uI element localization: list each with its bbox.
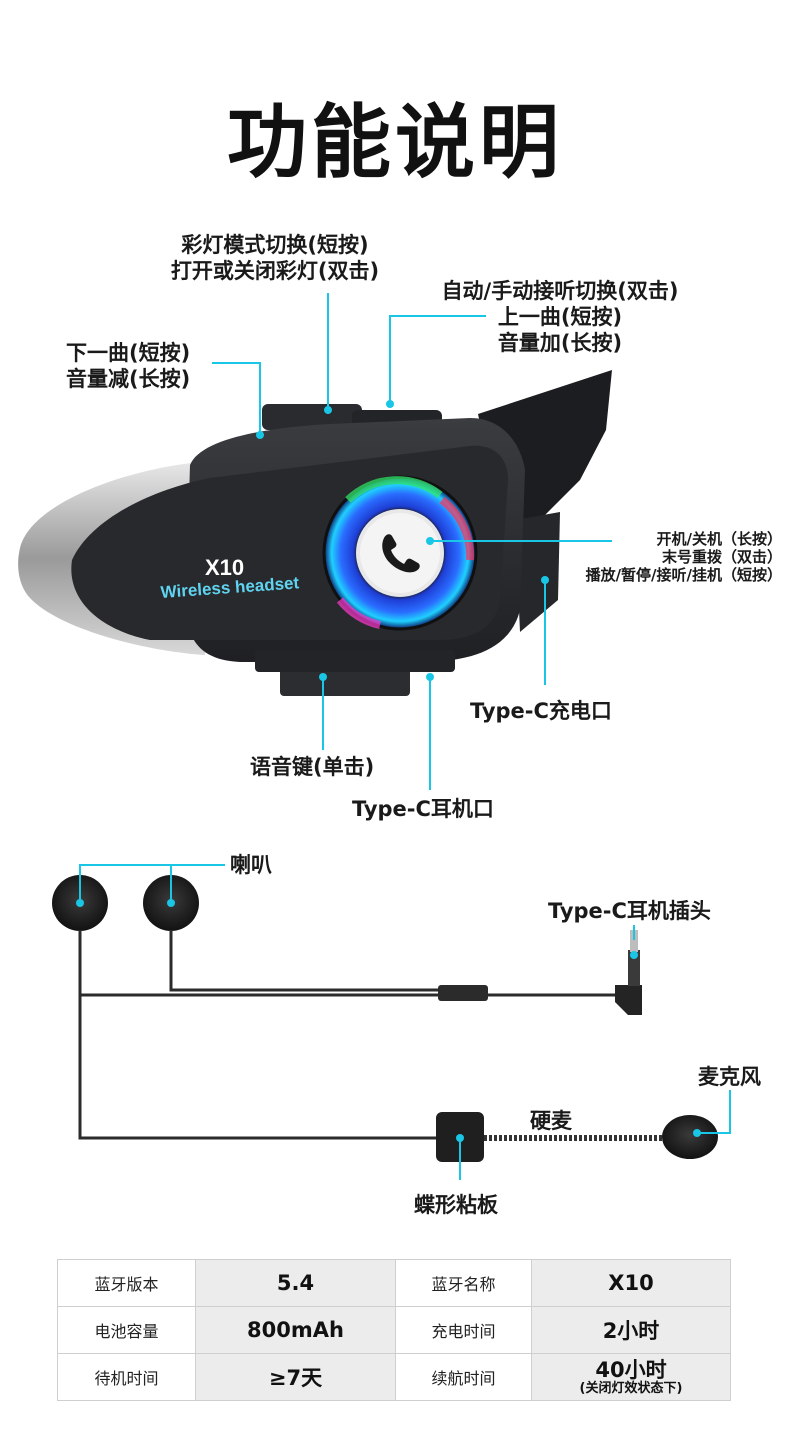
label-pad: 蝶形粘板 [414, 1193, 498, 1217]
page-title: 功能说明 [227, 96, 563, 189]
device-model: X10 [205, 555, 245, 580]
top-button-left [262, 404, 362, 430]
label-answer-mode: 自动/手动接听切换(双击) 上一曲(短按) 音量加(长按) [441, 279, 679, 355]
label-speaker: 喇叭 [230, 853, 272, 877]
spec-value: ≥7天 [195, 1353, 396, 1401]
spec-key: 续航时间 [395, 1353, 532, 1401]
label-charge-port: Type-C充电口 [470, 699, 612, 723]
spec-table: 蓝牙版本 5.4 蓝牙名称 X10 电池容量 800mAh 充电时间 2小时 待… [57, 1259, 731, 1401]
label-next-track: 下一曲(短按) 音量减(长按) [66, 341, 191, 391]
spec-key: 待机时间 [57, 1353, 196, 1401]
spec-value: 5.4 [195, 1259, 396, 1307]
label-voice-key: 语音键(单击) [250, 755, 375, 779]
spec-value: 40小时 (关闭灯效状态下) [531, 1353, 731, 1401]
typec-plug [615, 985, 642, 1015]
label-earphone-port: Type-C耳机口 [352, 797, 494, 821]
spec-key: 电池容量 [57, 1306, 196, 1354]
spec-key: 蓝牙版本 [57, 1259, 196, 1307]
spec-value-main: 40小时 [595, 1357, 667, 1382]
table-row: 待机时间 ≥7天 续航时间 40小时 (关闭灯效状态下) [57, 1353, 731, 1401]
table-row: 蓝牙版本 5.4 蓝牙名称 X10 [57, 1259, 731, 1307]
next-line [212, 362, 261, 435]
answer-line [389, 315, 486, 404]
label-plug: Type-C耳机插头 [548, 899, 711, 923]
spec-key: 蓝牙名称 [395, 1259, 532, 1307]
spec-value-note: (关闭灯效状态下) [579, 1380, 683, 1396]
label-led-mode: 彩灯模式切换(短按) 打开或关闭彩灯(双击) [170, 233, 380, 283]
spec-value: 2小时 [531, 1306, 731, 1354]
label-boom: 硬麦 [530, 1109, 572, 1133]
mic-head [662, 1115, 718, 1159]
cable-junction [438, 985, 488, 1001]
spec-value: X10 [531, 1259, 731, 1307]
spec-value: 800mAh [195, 1306, 396, 1354]
table-row: 电池容量 800mAh 充电时间 2小时 [57, 1306, 731, 1354]
label-mic: 麦克风 [698, 1065, 761, 1089]
label-power: 开机/关机（长按） 末号重拨（双击） 播放/暂停/接听/挂机（短按） [585, 530, 782, 584]
spec-key: 充电时间 [395, 1306, 532, 1354]
phone-icon [382, 534, 420, 573]
